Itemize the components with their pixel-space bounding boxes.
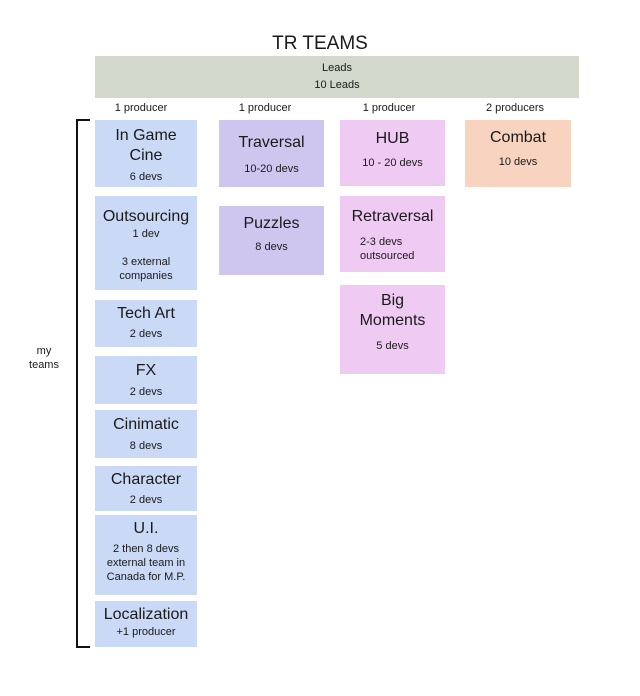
team-detail: 2 devs (129, 328, 163, 340)
team-detail: 2-3 devs outsourced (360, 236, 415, 262)
leads-label: Leads (322, 62, 352, 74)
team-box-combat: Combat 10 devs (465, 120, 571, 187)
team-box-character: Character 2 devs (95, 466, 197, 511)
team-box-outsourcing: Outsourcing 1 dev 3 external companies (95, 196, 197, 290)
team-box-localization: Localization +1 producer (95, 601, 197, 647)
team-name: Retraversal (351, 208, 434, 225)
team-detail: 2 devs (129, 494, 163, 506)
team-box-big-moments: Big Moments 5 devs (340, 285, 445, 374)
team-detail: 10 - 20 devs (362, 157, 423, 169)
producer-label-col3: 1 producer (362, 102, 416, 114)
team-detail: 6 devs (129, 171, 163, 183)
team-detail: +1 producer (116, 626, 176, 638)
team-detail: 10 devs (498, 156, 538, 168)
team-name: Cinimatic (113, 416, 179, 433)
team-name: HUB (375, 130, 410, 147)
team-name: U.I. (133, 520, 159, 537)
team-box-puzzles: Puzzles 8 devs (219, 206, 324, 275)
producer-label-col1: 1 producer (114, 102, 168, 114)
team-box-cinimatic: Cinimatic 8 devs (95, 410, 197, 458)
team-box-traversal: Traversal 10-20 devs (219, 120, 324, 187)
diagram-title: TR TEAMS (272, 33, 368, 54)
team-detail: 10-20 devs (244, 163, 299, 175)
team-bracket (76, 119, 90, 648)
team-box-hub: HUB 10 - 20 devs (340, 120, 445, 186)
team-detail: 1 dev 3 external companies (119, 228, 173, 282)
team-name: Puzzles (243, 215, 300, 232)
team-detail: 2 then 8 devs external team in Canada fo… (106, 543, 186, 583)
team-name: Tech Art (117, 305, 175, 322)
leads-bar: Leads 10 Leads (95, 56, 579, 98)
team-detail: 5 devs (376, 340, 409, 352)
team-name: FX (135, 362, 157, 379)
team-name: Outsourcing (102, 208, 190, 225)
team-detail: 2 devs (129, 386, 163, 398)
team-box-ui: U.I. 2 then 8 devs external team in Cana… (95, 515, 197, 595)
team-name: Big Moments (359, 292, 426, 329)
producer-label-col2: 1 producer (238, 102, 292, 114)
team-name: Traversal (238, 134, 305, 151)
team-name: Combat (489, 129, 547, 146)
team-name: Localization (103, 606, 189, 623)
team-box-fx: FX 2 devs (95, 356, 197, 404)
my-teams-label: my teams (29, 345, 59, 371)
team-name: In Game Cine (115, 127, 177, 164)
team-box-tech-art: Tech Art 2 devs (95, 300, 197, 347)
team-box-retraversal: Retraversal 2-3 devs outsourced (340, 196, 445, 272)
team-box-in-game-cine: In Game Cine 6 devs (95, 120, 197, 187)
producer-label-col4: 2 producers (485, 102, 545, 114)
team-detail: 8 devs (255, 241, 288, 253)
leads-count: 10 Leads (314, 79, 360, 91)
team-name: Character (110, 471, 182, 488)
team-detail: 8 devs (129, 440, 163, 452)
